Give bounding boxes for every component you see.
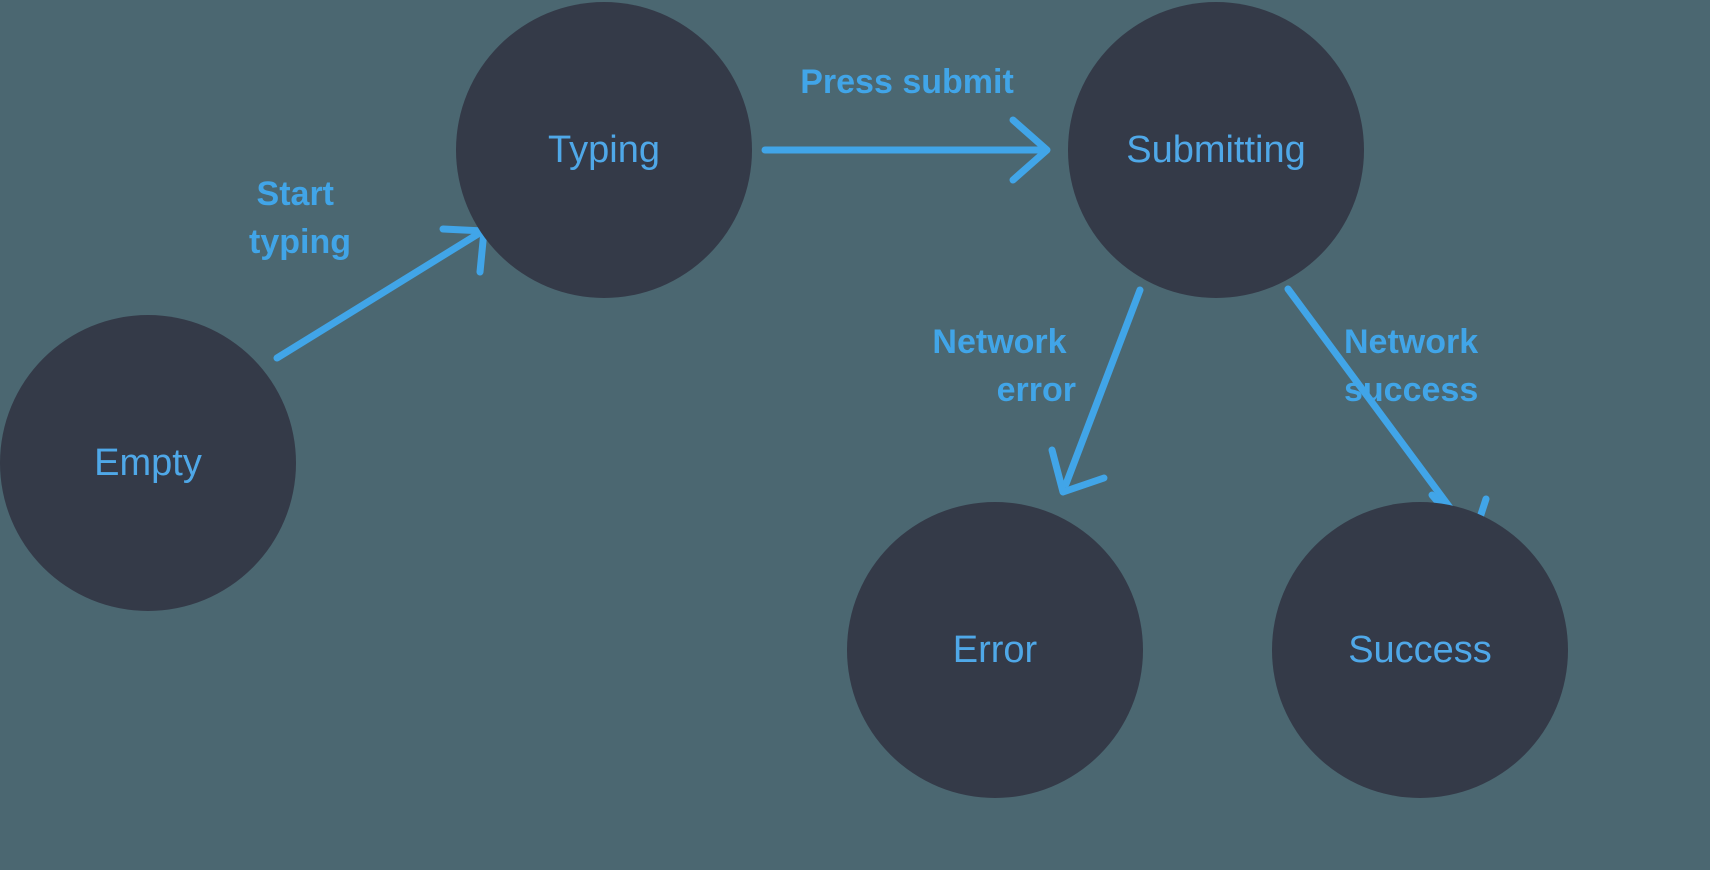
arrowhead-typing-to-submitting [1009,116,1051,184]
state-node-empty-circle[interactable] [0,315,296,611]
transition-label-line: typing [249,223,351,261]
state-node-typing-circle[interactable] [456,2,752,298]
transition-label-submitting-to-success: Network success [1344,323,1488,409]
state-node-submitting-label: Submitting [1126,129,1306,171]
state-node-error[interactable]: Error [847,502,1143,798]
state-node-error-circle[interactable] [847,502,1143,798]
state-node-empty[interactable]: Empty [0,315,296,611]
transition-line-submitting-to-success [1284,285,1472,536]
transition-label-line: error [997,371,1076,409]
arrowhead-submitting-to-error [1048,446,1108,496]
state-node-success[interactable]: Success [1272,502,1568,798]
state-node-error-label: Error [953,629,1038,671]
state-node-success-label: Success [1348,629,1492,671]
transition-submitting-to-success: Network success [1284,285,1490,546]
transition-label-empty-to-typing: Start typing [249,175,351,261]
state-node-empty-label: Empty [94,442,202,484]
transition-line-submitting-to-error [1062,286,1144,488]
transition-label-line: Press submit [800,63,1014,101]
transition-empty-to-typing: Start typing [249,175,488,362]
state-node-submitting[interactable]: Submitting [1068,2,1364,298]
state-node-success-circle[interactable] [1272,502,1568,798]
transition-label-typing-to-submitting: Press submit [800,63,1014,101]
transition-submitting-to-error: Network error [932,286,1144,496]
transition-label-line: success [1344,371,1478,409]
transition-label-line: Network [1344,323,1478,361]
transition-label-submitting-to-error: Network error [932,323,1076,409]
transition-line-empty-to-typing [273,230,482,362]
state-node-typing-label: Typing [548,129,660,171]
transition-typing-to-submitting: Press submit [761,63,1051,184]
transition-label-line: Network [932,323,1066,361]
transition-label-line: Start [257,175,334,213]
state-node-typing[interactable]: Typing [456,2,752,298]
state-node-submitting-circle[interactable] [1068,2,1364,298]
